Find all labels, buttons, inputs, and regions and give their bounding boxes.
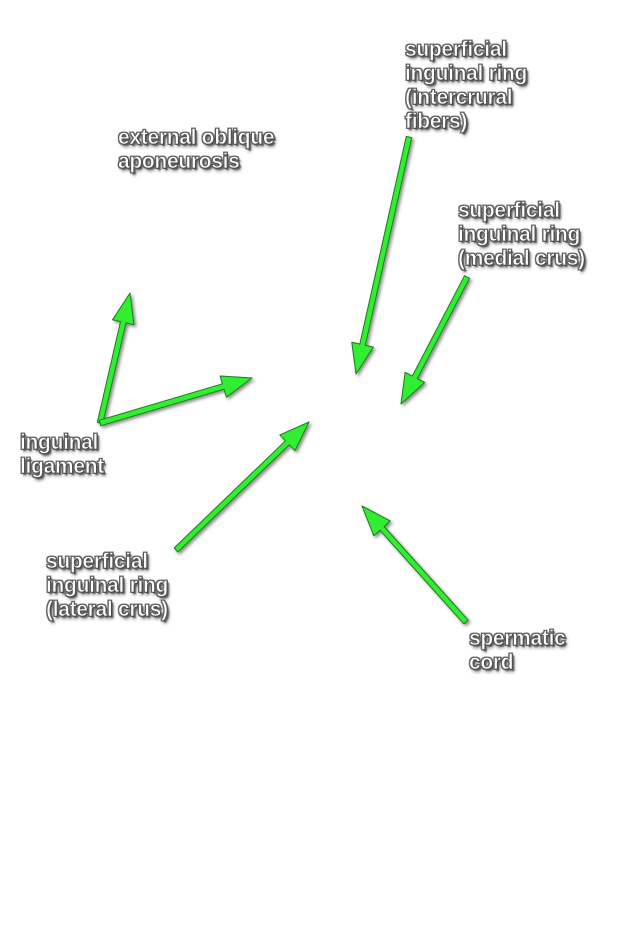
label-line: fibers) (405, 110, 468, 134)
label-line: inguinal ring (458, 223, 581, 247)
label-line: (medial crus) (458, 247, 586, 271)
label-superficial-inguinal-ring-lateral-crus: superficial inguinal ring (lateral crus) (46, 550, 169, 622)
arrow-medial-crus (400, 275, 470, 405)
label-superficial-inguinal-ring-medial-crus: superficial inguinal ring (medial crus) (458, 199, 586, 271)
label-line: ligament (20, 455, 105, 479)
label-line: superficial (46, 550, 149, 574)
label-line: aponeurosis (118, 150, 240, 174)
label-line: spermatic (469, 627, 566, 651)
label-spermatic-cord: spermatic cord (469, 627, 566, 675)
label-line: cord (469, 651, 514, 675)
label-line: (lateral crus) (46, 598, 169, 622)
label-line: (intercrural (405, 86, 513, 110)
label-line: superficial (458, 199, 561, 223)
label-line: superficial (405, 38, 508, 62)
arrow-external-oblique-right (98, 375, 253, 427)
arrow-lateral-crus (173, 421, 310, 553)
label-line: external oblique (118, 126, 275, 150)
arrow-spermatic-cord (361, 505, 469, 625)
label-line: inguinal ring (46, 574, 169, 598)
label-inguinal-ligament: inguinal ligament (20, 431, 105, 479)
label-line: inguinal ring (405, 62, 528, 86)
arrow-external-oblique-up (96, 292, 135, 425)
arrow-intercrural-fibers (351, 135, 413, 375)
label-line: inguinal (20, 431, 99, 455)
label-superficial-inguinal-ring-intercrural-fibers: superficial inguinal ring (intercrural f… (405, 38, 528, 134)
label-external-oblique-aponeurosis: external oblique aponeurosis (118, 126, 275, 174)
